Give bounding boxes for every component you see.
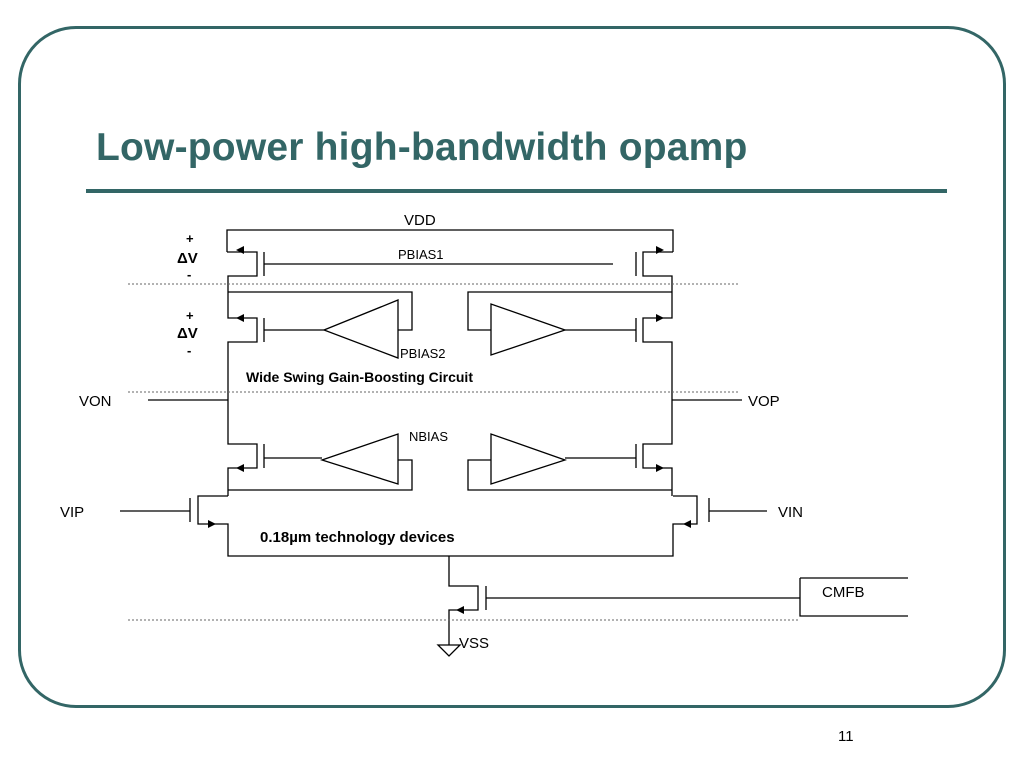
vip-label: VIP [60,504,84,521]
vop-label: VOP [748,393,780,410]
von-label: VON [79,393,112,410]
delta-v-minus: - [187,267,191,282]
delta-v-plus: + [186,308,194,323]
cmfb-label: CMFB [822,584,865,601]
pbias1-label: PBIAS1 [398,247,444,262]
technology-caption: 0.18µm technology devices [260,529,455,546]
delta-v-middle: + ΔV - [177,308,198,358]
delta-v-symbol: ΔV [177,325,198,342]
nbias-label: NBIAS [409,429,448,444]
dotted-separators [128,283,800,621]
delta-v-plus: + [186,231,194,246]
title-divider [86,189,947,193]
vdd-label: VDD [404,212,436,229]
vss-label: VSS [459,635,489,652]
delta-v-minus: - [187,343,191,358]
vin-label: VIN [778,504,803,521]
pbias2-label: PBIAS2 [400,346,446,361]
delta-v-symbol: ΔV [177,250,198,267]
schematic-wires [120,229,908,657]
slide-frame [18,26,1006,708]
gain-boost-caption: Wide Swing Gain-Boosting Circuit [246,369,473,385]
slide-title: Low-power high-bandwidth opamp [96,126,748,169]
delta-v-top: + ΔV - [177,231,198,282]
page-number: 11 [838,728,854,745]
source-arrows [208,246,691,614]
